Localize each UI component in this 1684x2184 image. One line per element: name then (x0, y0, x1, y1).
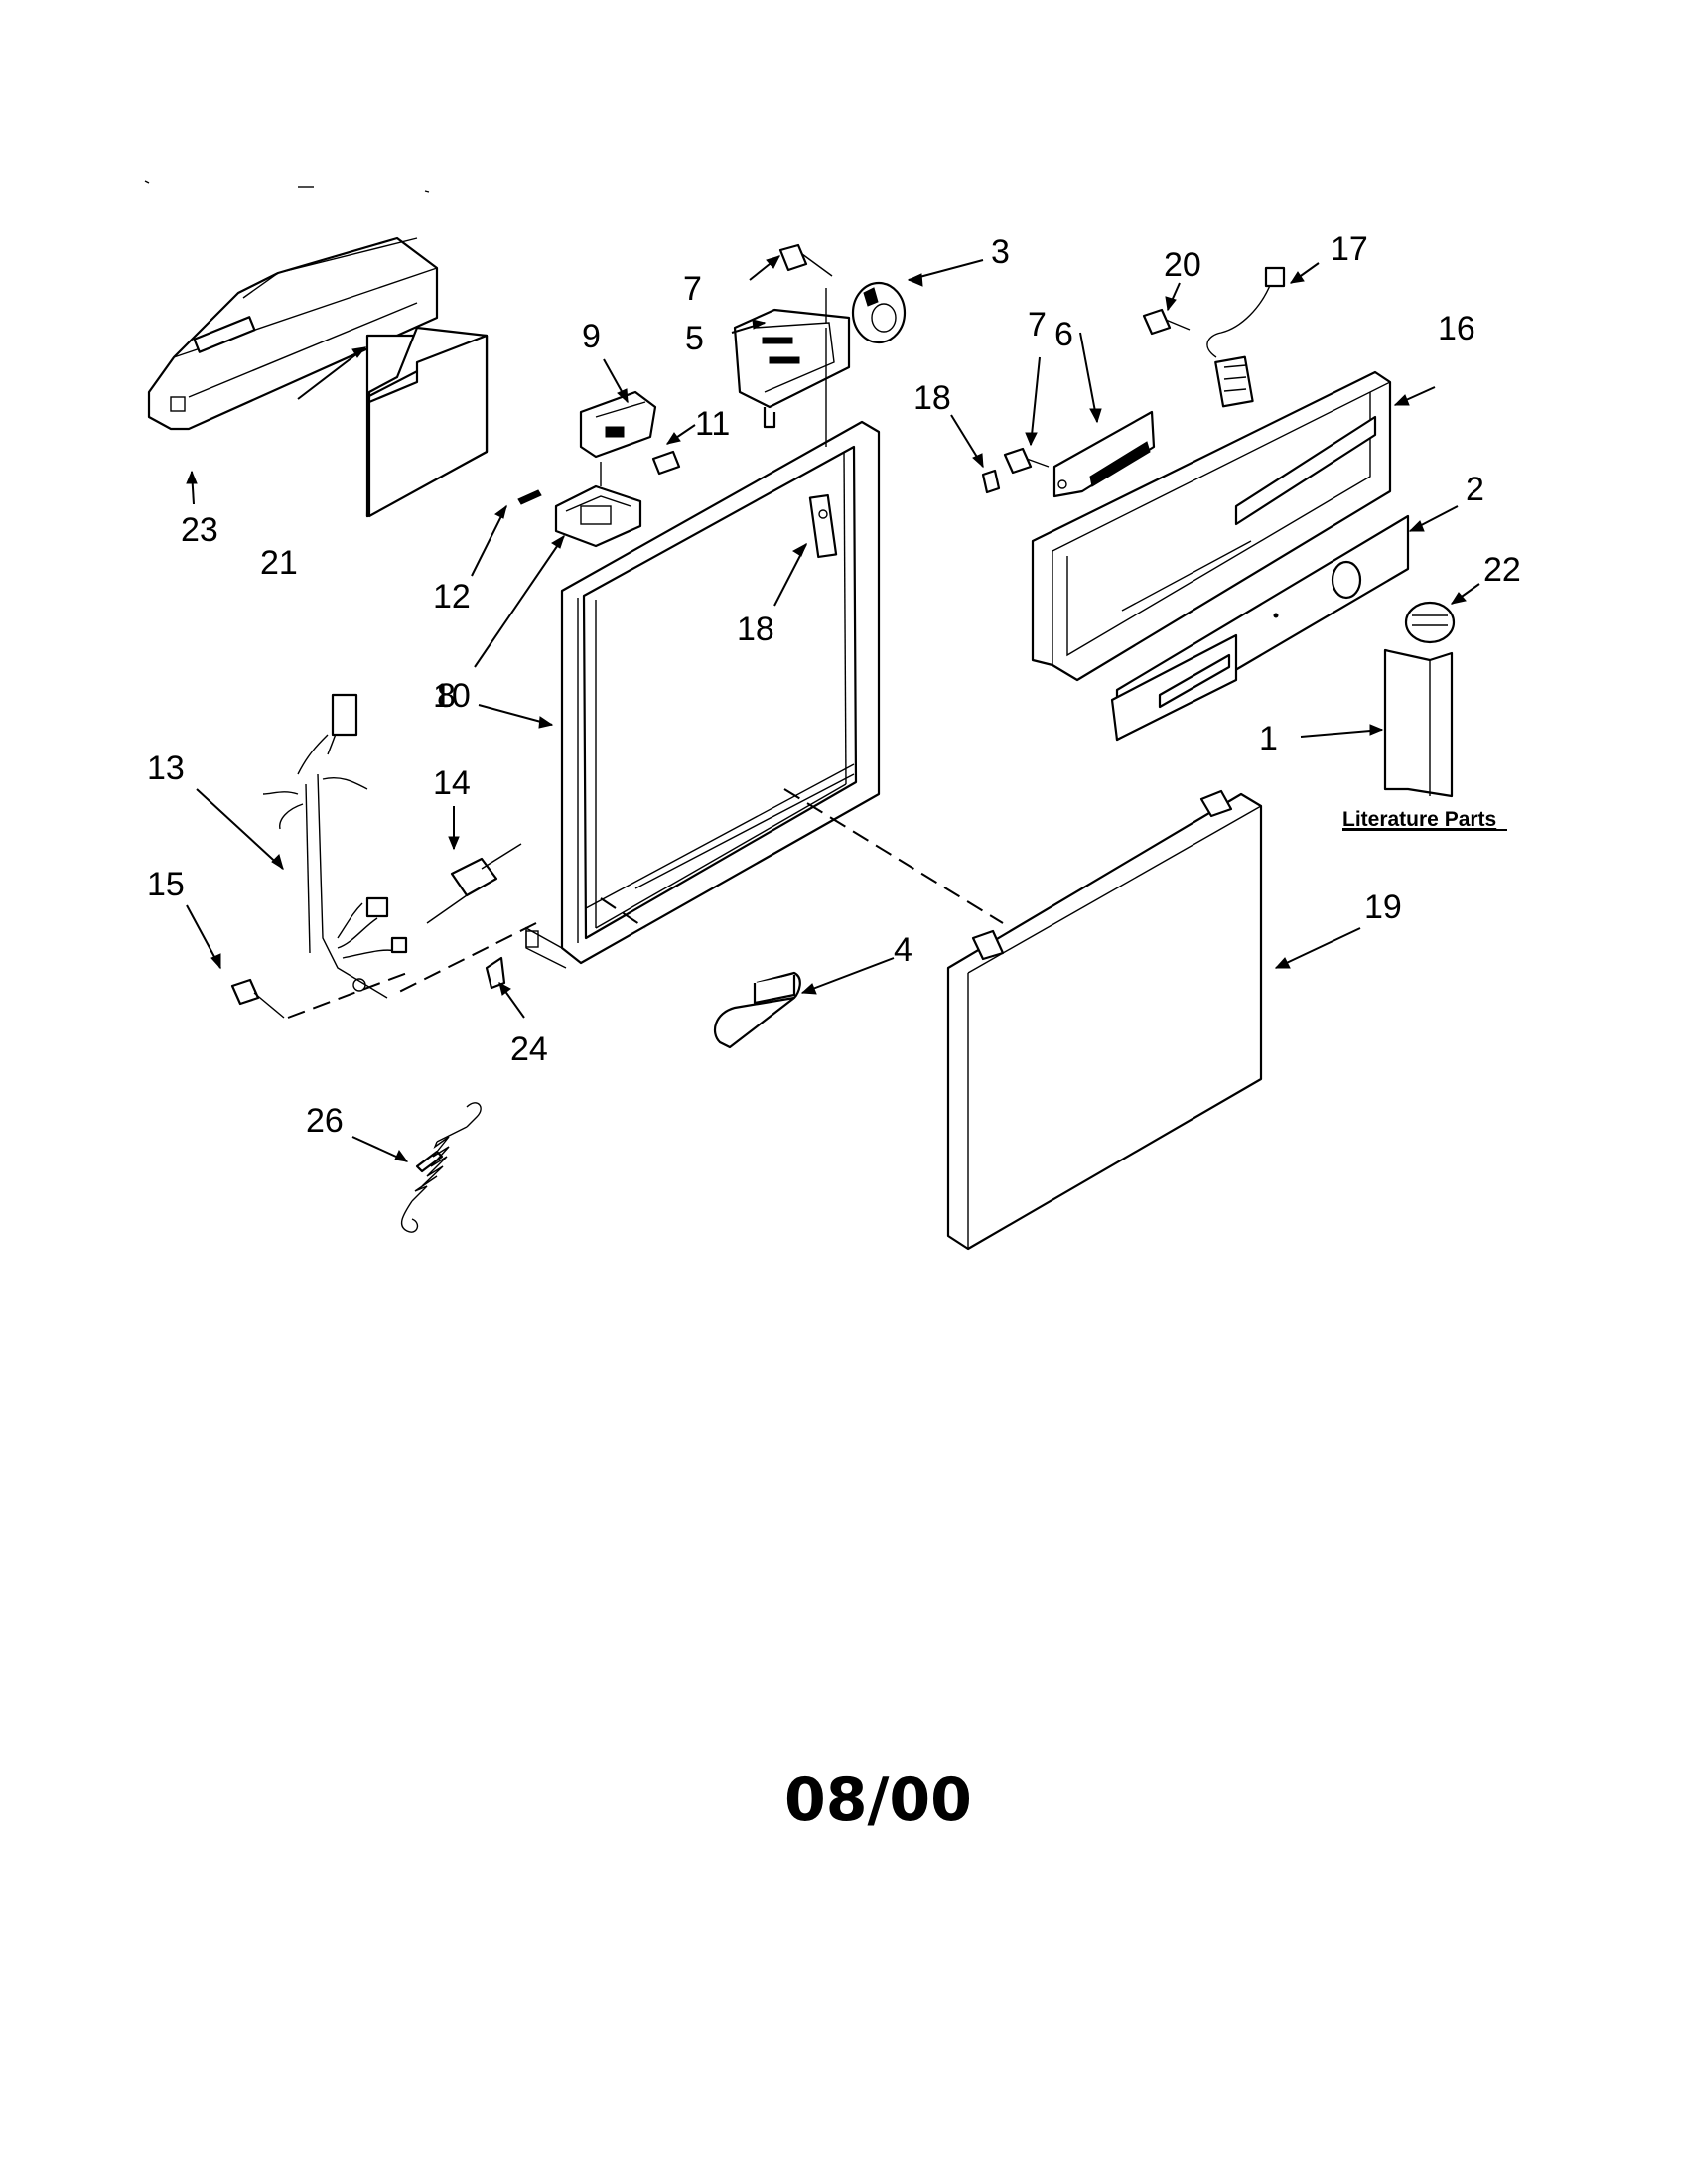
part-22-knob (1404, 601, 1456, 644)
callout-2: 2 (1466, 471, 1484, 508)
callout-10: 10 (433, 677, 471, 715)
callout-19: 19 (1364, 888, 1402, 926)
callout-13: 13 (147, 750, 185, 787)
callout-14: 14 (433, 764, 471, 802)
callout-21: 21 (260, 544, 298, 582)
callout-7-right: 7 (1028, 306, 1047, 343)
callout-24: 24 (510, 1030, 548, 1068)
part-9-latch (579, 390, 657, 459)
part-19-outer-door-panel (946, 789, 1263, 1251)
callout-20: 20 (1164, 246, 1201, 284)
part-8-door-frame (525, 420, 881, 969)
part-1-literature-booklet (1383, 648, 1454, 798)
callout-3: 3 (991, 233, 1010, 271)
callout-1: 1 (1259, 720, 1278, 757)
callout-22: 22 (1483, 551, 1521, 589)
callout-12: 12 (433, 578, 471, 615)
part-12-strike-pin (517, 489, 542, 505)
part-3-timer-knob (851, 281, 907, 344)
scan-marks (144, 180, 430, 193)
part-5-timer-assembly (733, 288, 851, 447)
callout-leader-lines (186, 255, 1480, 1162)
part-4-hinge-bracket (713, 971, 801, 1049)
literature-parts-label: Literature Parts (1342, 808, 1496, 831)
callout-17: 17 (1331, 230, 1368, 268)
part-14-sensor (426, 843, 522, 924)
callout-8: 8 (437, 677, 456, 715)
revision-date-stamp: 08/00 (784, 1765, 972, 1835)
callout-9: 9 (582, 318, 601, 355)
callout-16: 16 (1438, 310, 1475, 347)
callout-26: 26 (306, 1102, 344, 1140)
part-23-control-cover (147, 236, 439, 431)
part-2-control-panel (1110, 514, 1410, 742)
part-26-door-spring (400, 1102, 482, 1233)
callout-5: 5 (685, 320, 704, 357)
assembly-guide-lines (287, 788, 1004, 1019)
part-13-wire-harness (262, 693, 408, 999)
callout-labels: 7 5 3 6 7 20 17 16 2 22 1 18 18 9 11 12 … (147, 230, 1521, 1140)
callout-15: 15 (147, 866, 185, 903)
callout-18-frame: 18 (737, 611, 774, 648)
callout-7-top: 7 (683, 270, 702, 308)
callout-6: 6 (1054, 316, 1073, 353)
callout-4: 4 (894, 931, 912, 969)
part-24-clip (485, 956, 506, 990)
part-17-lamp-harness (1206, 266, 1286, 408)
part-21-insulation-sheet (365, 326, 489, 518)
part-10-latch-housing (554, 484, 642, 548)
part-18-clip (981, 469, 1001, 494)
screw-parts (230, 243, 1191, 1019)
part-6-terminal-block (1052, 410, 1156, 498)
callout-18-console: 18 (913, 379, 951, 417)
part-11-latch-clip (651, 450, 681, 476)
callout-11: 11 (695, 405, 730, 443)
callout-23: 23 (181, 511, 218, 549)
part-16-console-panel (1031, 370, 1392, 682)
